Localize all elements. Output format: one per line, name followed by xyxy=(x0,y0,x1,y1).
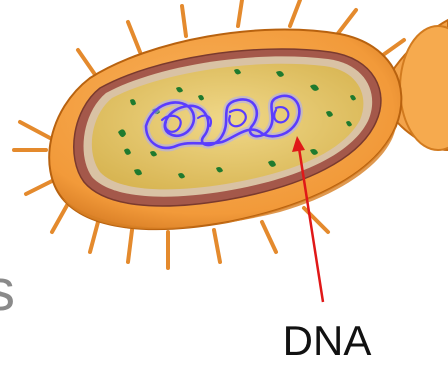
pilus xyxy=(182,6,186,36)
pilus xyxy=(128,230,132,262)
pilus xyxy=(90,222,98,252)
pilus xyxy=(336,10,356,36)
pilus xyxy=(128,22,140,52)
pilus xyxy=(78,50,96,76)
pilus xyxy=(262,222,276,252)
edge-glyph-text: s xyxy=(0,262,15,320)
pilus xyxy=(214,230,220,262)
pilus xyxy=(304,208,328,232)
pilus xyxy=(290,0,300,26)
pilus xyxy=(238,0,242,26)
dna-label: DNA xyxy=(262,320,392,362)
pilus xyxy=(20,122,50,138)
